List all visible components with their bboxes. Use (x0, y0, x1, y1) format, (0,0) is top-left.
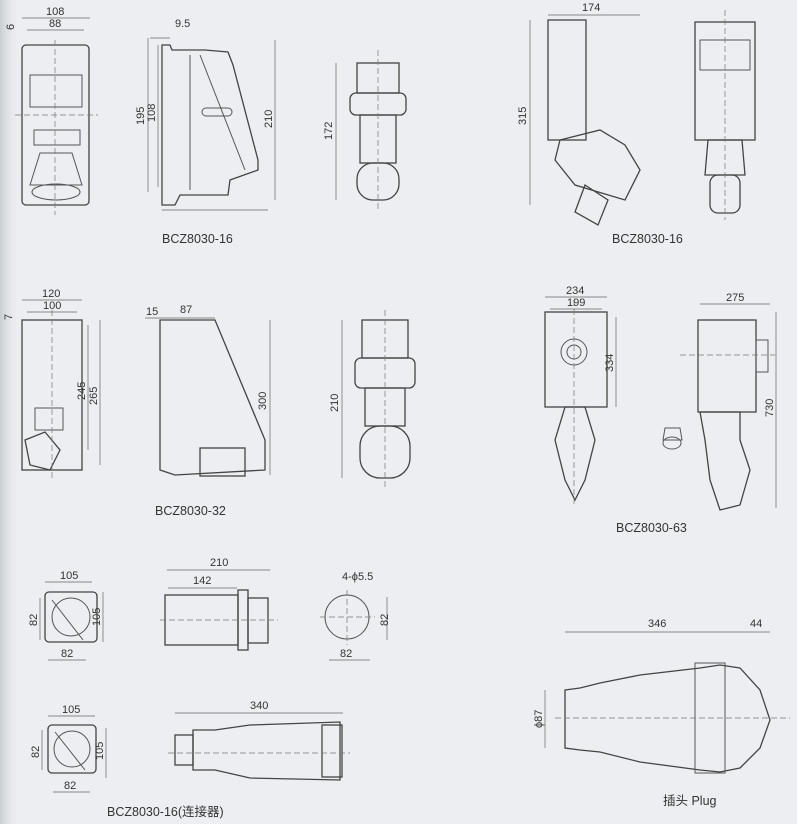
connector-front-view-b: 105 82 105 82 (30, 704, 107, 793)
dimension-label: 100 (43, 300, 61, 312)
caption-connector: BCZ8030-16(连接器) (107, 804, 224, 819)
dimension-label: 108 (46, 6, 64, 18)
dimension-label: 172 (323, 122, 335, 140)
dimension-label: 334 (604, 354, 616, 372)
dimension-label: 174 (582, 2, 600, 14)
dimension-label: 275 (726, 292, 744, 304)
plug32-view: 210 (329, 310, 416, 490)
caption-bcz8030-16-a: BCZ8030-16 (162, 232, 233, 246)
dimension-label: 265 (88, 387, 100, 405)
dimension-label: 15 (146, 306, 158, 318)
dimension-label: 210 (329, 394, 341, 412)
dimension-label: 82 (30, 746, 42, 758)
dimension-label: 315 (517, 107, 529, 125)
caption-bcz8030-16-b: BCZ8030-16 (612, 232, 683, 246)
socket16-side-view: 9.5 195 108 210 BCZ8030-16 (135, 18, 276, 246)
dimension-label: 105 (91, 608, 103, 626)
socket32-front-view: 120 100 7 245 265 (3, 288, 101, 480)
dimension-label: 82 (340, 648, 352, 660)
dimension-label: 245 (76, 382, 88, 400)
dimension-label: 199 (567, 297, 585, 309)
dimension-label: 82 (28, 614, 40, 626)
connector-side-view: 210 142 (160, 557, 278, 651)
dimension-label: 105 (60, 570, 78, 582)
dimension-label: ϕ87 (533, 710, 545, 728)
dimension-label: 88 (49, 18, 61, 30)
dimension-label: 346 (648, 618, 666, 630)
caption-plug: 插头 Plug (663, 794, 717, 808)
socket32-side-view: 15 87 300 BCZ8030-32 (145, 304, 271, 518)
dimension-label: 730 (764, 399, 776, 417)
caption-bcz8030-32: BCZ8030-32 (155, 504, 226, 518)
socket63-side-view: 275 730 BCZ8030-63 (616, 292, 777, 535)
dimension-label: 82 (379, 614, 391, 626)
dimension-label: 210 (210, 557, 228, 569)
socket63-front-view: 234 199 334 (544, 285, 617, 505)
dimension-label: 120 (42, 288, 60, 300)
caption-bcz8030-63: BCZ8030-63 (616, 521, 687, 535)
dimension-label: 9.5 (175, 18, 190, 30)
dimension-label: 82 (61, 648, 73, 660)
dimension-label: 234 (566, 285, 584, 297)
dimension-label: 4-ϕ5.5 (342, 571, 373, 583)
socket16-box-side-view: 174 315 (517, 2, 641, 226)
dimension-label: 105 (62, 704, 80, 716)
dimension-label: 7 (3, 314, 15, 320)
dimension-label: 195 (135, 107, 147, 125)
plug16-view: 172 (323, 50, 407, 212)
connector-mounting-view: 4-ϕ5.5 82 82 (320, 571, 391, 661)
dimension-label: 142 (193, 575, 211, 587)
dimension-label: 44 (750, 618, 762, 630)
plug-view: 346 44 ϕ87 插头 Plug (533, 618, 790, 808)
dimension-label: 105 (94, 742, 106, 760)
dimension-label: 82 (64, 780, 76, 792)
dimension-label: 300 (257, 392, 269, 410)
dimension-label: 87 (180, 304, 192, 316)
connector-long-view: 340 BCZ8030-16(连接器) (107, 700, 350, 819)
dimension-label: 108 (146, 104, 158, 122)
dimension-label: 210 (263, 110, 275, 128)
socket16-box-front-view: BCZ8030-16 (612, 10, 756, 246)
dimension-label: 6 (5, 24, 17, 30)
dimension-label: 340 (250, 700, 268, 712)
connector-front-view-a: 105 82 105 82 (28, 570, 104, 661)
socket16-front-view: 108 88 6 (5, 6, 98, 215)
